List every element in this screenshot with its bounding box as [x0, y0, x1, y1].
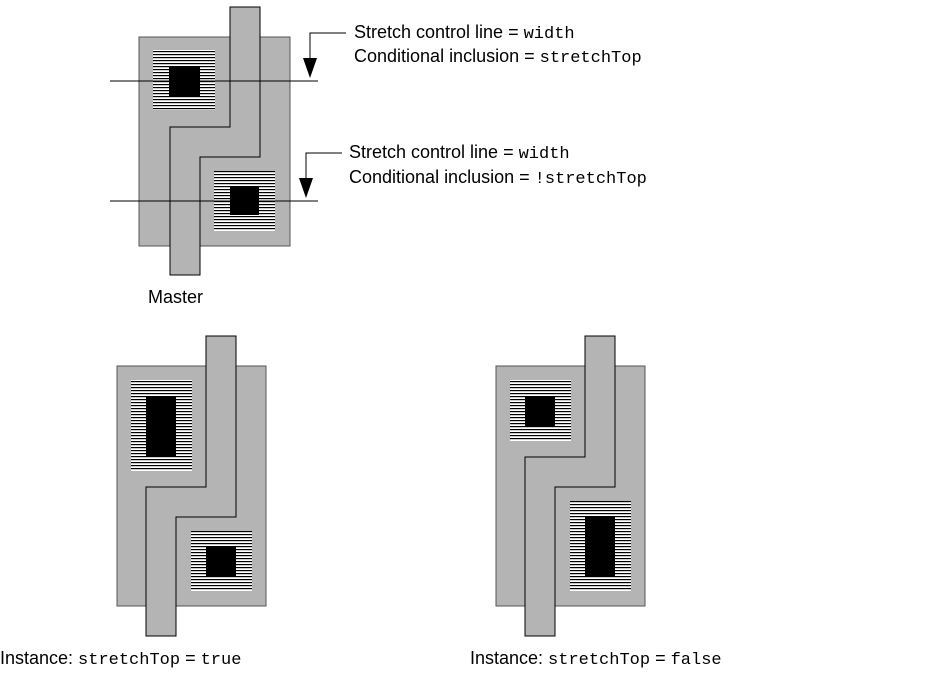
- annotation-bottom-line2: Conditional inclusion = !stretchTop: [349, 166, 647, 191]
- annotation-bottom-line2-text: Conditional inclusion =: [349, 167, 535, 187]
- instance-false-bottom-contact: [585, 516, 615, 577]
- instance-false-prefix: Instance:: [470, 648, 549, 668]
- instance-true-cell: [116, 335, 267, 637]
- annotation-bottom-line1: Stretch control line = width: [349, 141, 570, 166]
- instance-false-cell: [495, 335, 646, 637]
- annotation-top-line2-text: Conditional inclusion =: [354, 46, 540, 66]
- annotation-top-line2: Conditional inclusion = stretchTop: [354, 45, 642, 70]
- annotation-top-line2-code: stretchTop: [539, 49, 642, 68]
- instance-true-value: true: [200, 651, 242, 670]
- master-caption: Master: [148, 287, 204, 307]
- instance-false-param: stretchTop: [548, 651, 651, 670]
- instance-true-poly-path: [145, 335, 237, 637]
- instance-true-bottom-contact: [206, 546, 236, 576]
- instance-true-prefix: Instance:: [0, 648, 79, 668]
- instance-true-equals: =: [180, 648, 201, 668]
- master-poly-path: [169, 6, 261, 276]
- instance-false-value: false: [670, 651, 722, 670]
- instance-false-poly-path: [524, 335, 616, 637]
- instance-true-top-contact: [146, 396, 176, 456]
- annotation-top-line1-text: Stretch control line =: [354, 22, 524, 42]
- instance-true-param: stretchTop: [78, 651, 181, 670]
- master-cell: [110, 6, 346, 276]
- instance-false-top-contact: [525, 396, 555, 426]
- instance-true-caption: Instance: stretchTop = true: [0, 647, 241, 672]
- annotation-top-line1: Stretch control line = width: [354, 21, 575, 46]
- instance-false-caption: Instance: stretchTop = false: [470, 647, 722, 672]
- leader-line-top: [309, 32, 346, 60]
- arrow-down-icon: [299, 178, 313, 198]
- instance-false-equals: =: [650, 648, 671, 668]
- leader-line-bottom: [305, 152, 342, 180]
- annotation-bottom-line1-code: width: [518, 145, 570, 164]
- arrow-down-icon: [303, 58, 317, 78]
- annotation-top-line1-code: width: [523, 25, 575, 44]
- annotation-bottom-line2-code: !stretchTop: [534, 170, 647, 189]
- annotation-bottom-line1-text: Stretch control line =: [349, 142, 519, 162]
